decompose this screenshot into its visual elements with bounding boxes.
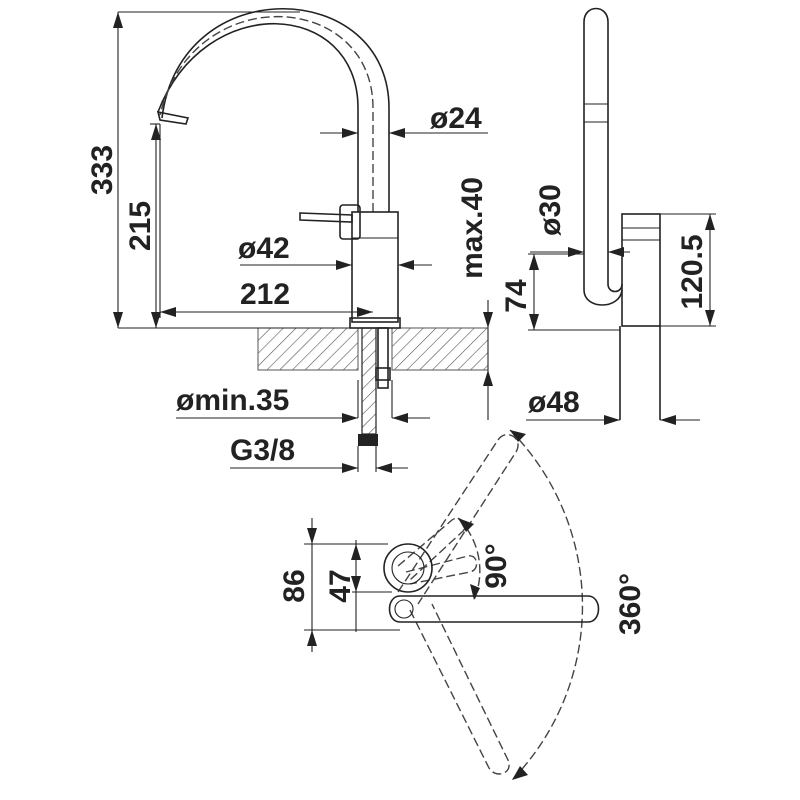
dia-spout-label: ø24 [430,102,482,135]
reach-label: 212 [240,278,290,311]
spout-outer [157,22,359,212]
lever-knob [339,204,361,240]
top-body-label: 47 [324,569,357,602]
countertop-section-left [257,327,359,371]
lever-angle-label: 90° [480,543,513,588]
spout-centerline [159,16,374,212]
height-spout-label: 215 [124,201,157,251]
lever-ghost-2 [405,555,478,585]
side-view: ø30 74 120.5 ø48 [500,7,716,425]
top-body-inner [391,551,425,585]
top-spout-root [394,599,414,619]
side-spout-bend-inner [607,262,623,293]
top-body-circle [383,543,433,593]
side-spout-tube [583,7,609,262]
body-height-label: 120.5 [676,234,709,309]
dia-base-label: ø48 [528,386,580,419]
height-total-label: 333 [86,145,119,195]
dia-body-label: ø42 [238,232,290,265]
top-depth-label: 86 [278,569,311,602]
dia-handle-label: ø30 [534,184,567,236]
hole-min-label: ømin.35 [176,384,289,417]
lever-handle [299,212,353,223]
top-view: 86 47 90° 360° [278,429,647,781]
swivel-angle-label: 360° [614,573,647,635]
faucet-base-ring [349,317,401,329]
spout-tip [156,110,190,125]
supply-hose [361,327,377,435]
thread-label: G3/8 [230,434,295,467]
mounting-stud [377,327,389,389]
mounting-nut [375,367,391,381]
faucet-body [351,211,399,323]
spout-ghost-lower [409,603,510,775]
swivel-arc [509,429,584,781]
spout-ghost-upper [397,434,519,605]
hose-connector [358,434,378,446]
spout-inner [161,8,390,212]
countertop-section-right [391,327,489,371]
front-view: 333 215 ø24 ø42 212 max.40 [86,8,493,473]
handle-height-label: 74 [500,279,533,313]
top-spout [388,595,600,623]
side-body [621,213,661,327]
side-spout-bend [583,262,623,306]
max-thickness-label: max.40 [456,177,489,279]
